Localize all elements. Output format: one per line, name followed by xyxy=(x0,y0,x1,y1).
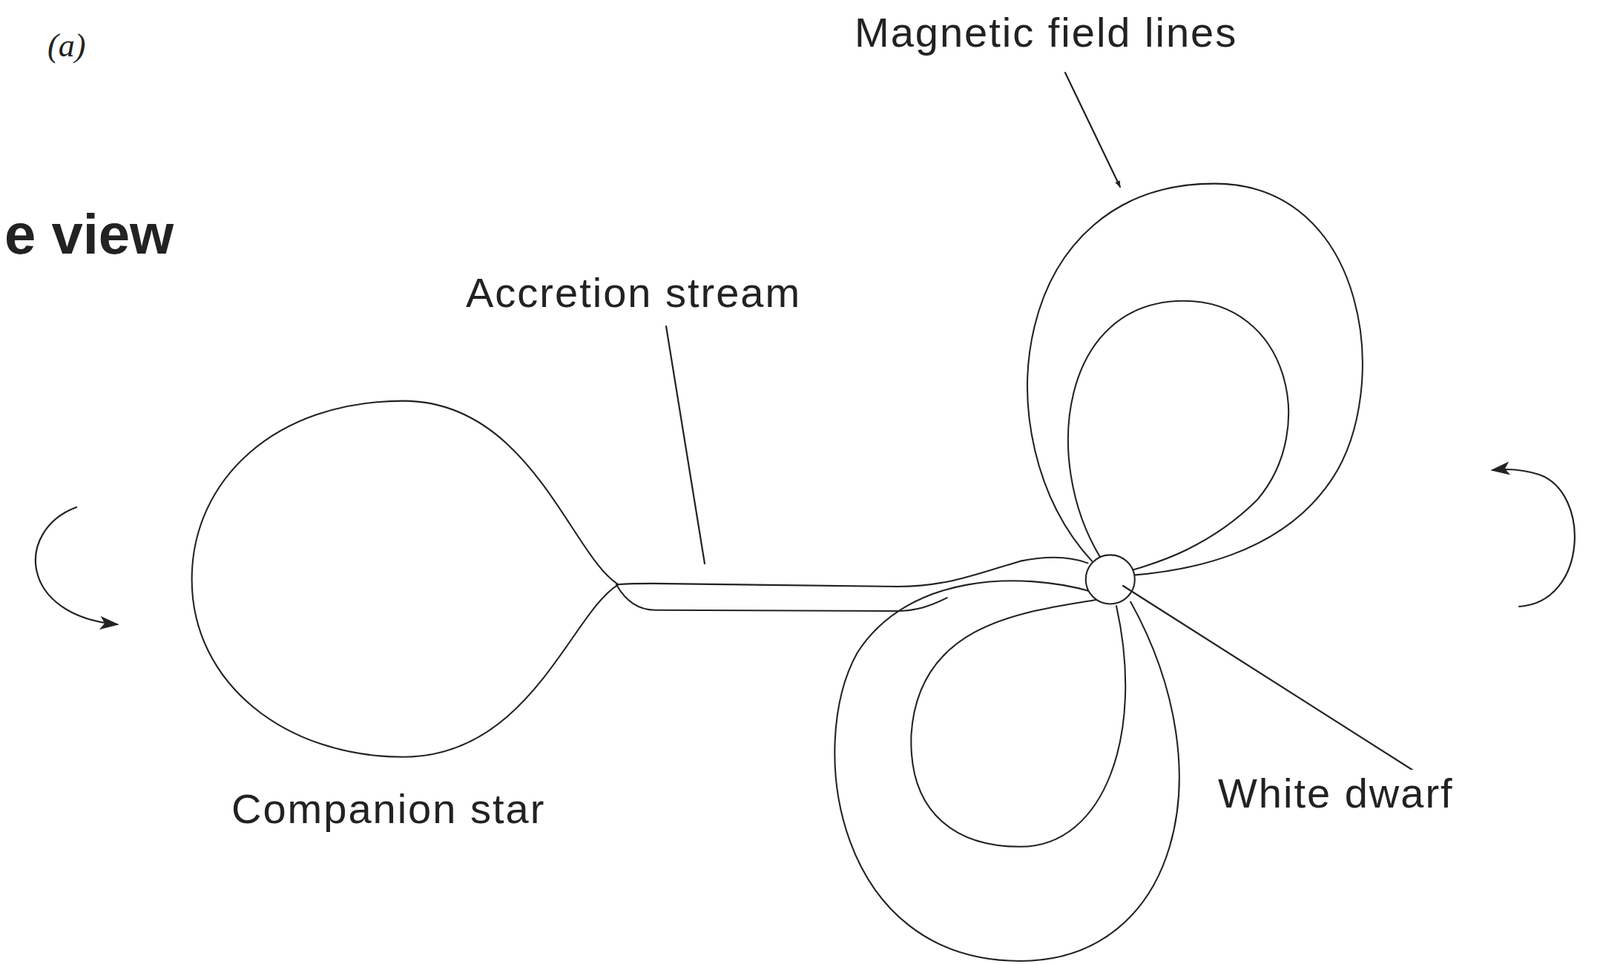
callout-label: Companion star xyxy=(228,785,549,834)
callout-label: Accretion stream xyxy=(462,269,805,317)
leader-line xyxy=(666,326,705,564)
magnetic-field-line xyxy=(1068,301,1289,572)
callout-label: White dwarf xyxy=(1215,769,1457,818)
magnetic-field-line xyxy=(834,580,1179,962)
figure-letter: (a) xyxy=(44,27,89,66)
magnetic-field-line xyxy=(910,600,1126,848)
magnetic-field-line xyxy=(1027,183,1363,576)
view-heading: e view xyxy=(1,201,177,267)
leader-line xyxy=(1065,72,1121,187)
rotation-arrow xyxy=(35,507,118,625)
leader-line xyxy=(1123,585,1434,784)
accretion-stream xyxy=(616,557,1089,587)
rotation-arrow xyxy=(1492,469,1575,607)
accretion-stream xyxy=(616,584,948,612)
callout-label: Magnetic field lines xyxy=(851,8,1241,57)
white-dwarf xyxy=(1085,554,1135,604)
companion-star xyxy=(192,401,619,758)
